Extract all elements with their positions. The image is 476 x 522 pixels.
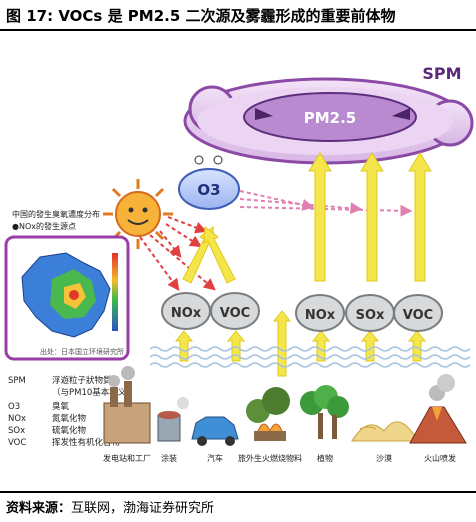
pollutant-label: NOx [171,306,202,321]
source-label: 火山喷发 [424,453,456,463]
sun-icon [103,179,173,249]
legend-key: VOC [8,438,26,448]
china-ozone-map [4,235,130,361]
legend-desc: 臭氧 [52,401,70,412]
car-icon [191,416,239,446]
legend-desc: 硫氧化物 [52,425,87,436]
factory-icon [103,366,151,444]
source-label: 植物 [317,453,333,463]
volcano-icon [409,374,467,444]
burning-materials-icon [246,387,290,441]
source-label: 发电站和工厂 [103,453,151,463]
pollutant-cloud-voc-2 [393,294,443,332]
pollutant-label: VOC [403,308,433,323]
legend-desc: 氮氧化物 [52,413,87,424]
source-divider [0,491,476,493]
emission-waves [149,346,471,368]
pollutant-cloud-nox-2 [295,294,345,332]
spm-label: SPM [422,64,461,83]
o3-label: O3 [197,181,220,199]
paint-can-icon [157,397,189,442]
legend-key: SOx [8,426,25,436]
pollutant-label: NOx [305,308,336,323]
source-label: 涂装 [161,453,177,463]
map-caption: 出处：日本国立环境研究所 [40,347,124,356]
plant-icon [300,385,349,439]
source-labels: 发电站和工厂 涂装 汽车 旅外生火燃烧物料 植物 沙漠 火山喷发 [103,453,456,463]
abbreviation-legend: SPM 浮遊粒子狀物質 （与PM10基本相义） O3 臭氧 NOx 氮氧化物 S… [8,375,135,448]
figure-title: 图 17: VOCs 是 PM2.5 二次源及雾霾形成的重要前体物 [6,7,396,25]
yellow-up-arrows [174,152,432,377]
title-divider [0,29,476,31]
source-label: 汽车 [207,453,223,463]
source-label: 资料来源： [6,501,72,516]
legend-key: O3 [8,402,20,412]
legend-key: NOx [8,414,26,424]
pm25-cloud [243,92,417,142]
source-label: 沙漠 [376,453,392,463]
map-title-line1: 中国的發生臭氧濃度分布 [12,209,100,219]
vocs-pm25-diagram: SPM PM2.5 O3 [0,31,476,489]
pollutant-label: VOC [220,306,250,321]
o3-cloud [178,155,240,210]
legend-desc: 浮遊粒子狀物質 [52,375,112,386]
cloud-eyes-icon [255,108,410,120]
legend-key: SPM [8,376,26,386]
source-note: 资料来源：互联网，渤海证券研究所 [6,497,214,516]
legend-desc: 挥发性有机化合物 [52,437,121,448]
pollutant-clouds [161,292,443,332]
pm25-label: PM2.5 [304,109,357,127]
pollutant-cloud-voc-1 [210,292,260,330]
figure-title-bar: 图 17: VOCs 是 PM2.5 二次源及雾霾形成的重要前体物 [0,0,476,31]
source-text: 互联网，渤海证券研究所 [71,501,215,516]
pollutant-label: SOx [356,308,385,323]
legend-desc: （与PM10基本相义） [52,387,135,398]
sunlight-rays [139,216,216,291]
map-title-line2: ●NOx的發生源点 [12,221,76,231]
source-label: 旅外生火燃烧物料 [238,453,302,463]
desert-icon [351,421,415,442]
